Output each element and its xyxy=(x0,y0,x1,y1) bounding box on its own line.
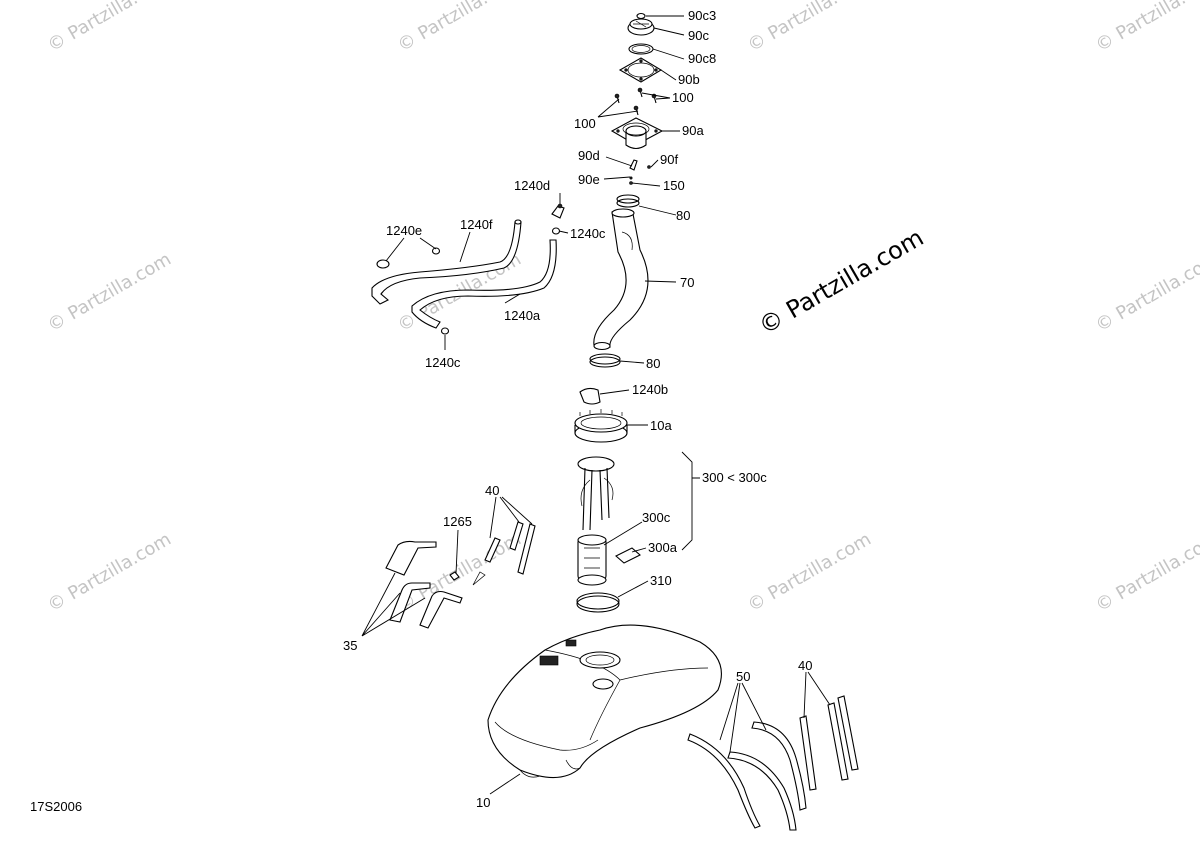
callout-90f: 90f xyxy=(660,152,678,167)
part-310-gasket xyxy=(576,592,620,613)
callout-300: 300 < 300c xyxy=(702,470,767,485)
part-80-hose-clamp-top xyxy=(616,194,640,208)
callout-1240c: 1240c xyxy=(425,355,461,370)
watermark: © Partzilla.com xyxy=(44,249,175,337)
callout-90e: 90e xyxy=(578,172,600,187)
callout-90b: 90b xyxy=(678,72,700,87)
watermark: © Partzilla.com xyxy=(744,0,875,56)
callout-1265: 1265 xyxy=(443,514,472,529)
part-70-filler-hose xyxy=(593,208,649,351)
part-80-hose-clamp-bottom xyxy=(589,353,621,368)
callout-100: 100 xyxy=(672,90,694,105)
callout-80: 80 xyxy=(676,208,690,223)
callout-310: 310 xyxy=(650,573,672,588)
part-1240c-clip-bottom xyxy=(440,327,450,335)
watermark: © Partzilla.com xyxy=(1092,0,1200,56)
part-10-fuel-tank xyxy=(487,624,722,779)
part-90a-filler-neck-base xyxy=(610,117,664,150)
callout-90c: 90c xyxy=(688,28,709,43)
callout-90c8: 90c8 xyxy=(688,51,716,66)
callout-1240a: 1240a xyxy=(504,308,541,323)
part-1240d-fitting xyxy=(551,203,565,219)
callout-40: 40 xyxy=(485,483,499,498)
part-300-fuel-pump-module xyxy=(577,456,615,586)
part-1265-clip xyxy=(449,571,460,581)
watermark: © Partzilla.com xyxy=(1092,529,1200,617)
part-40-straps-right xyxy=(799,695,859,791)
callout-1240f: 1240f xyxy=(460,217,493,232)
part-1240b-vent-fitting xyxy=(579,387,601,405)
callout-50: 50 xyxy=(736,669,750,684)
callout-300c: 300c xyxy=(642,510,671,525)
watermark: © Partzilla.com xyxy=(744,529,875,617)
callout-90c3: 90c3 xyxy=(688,8,716,23)
callout-1240c: 1240c xyxy=(570,226,606,241)
part-50-straps xyxy=(687,721,807,831)
diagram-code: 17S2006 xyxy=(30,799,82,814)
part-90d-90f-vent-valve xyxy=(629,159,651,185)
callout-90a: 90a xyxy=(682,123,704,138)
part-1240f-vent-hose xyxy=(371,219,522,305)
part-1240a-vent-hose xyxy=(411,239,557,329)
watermark: © Partzilla.com xyxy=(44,529,175,617)
leader-lines xyxy=(361,15,831,795)
part-1240e-clips xyxy=(376,247,441,269)
part-90b-flange-plate xyxy=(618,57,663,83)
part-300a-filter xyxy=(615,547,641,564)
part-40-straps-left xyxy=(472,521,536,586)
callout-1240d: 1240d xyxy=(514,178,550,193)
brand-mark: © Partzilla.com xyxy=(754,223,928,340)
callout-100: 100 xyxy=(574,116,596,131)
callout-1240b: 1240b xyxy=(632,382,668,397)
part-35-straps xyxy=(385,540,463,629)
callout-70: 70 xyxy=(680,275,694,290)
callout-35: 35 xyxy=(343,638,357,653)
callout-90d: 90d xyxy=(578,148,600,163)
part-90c3-clip xyxy=(636,12,646,20)
part-90c-fuel-cap xyxy=(627,18,655,36)
part-10a-lock-ring xyxy=(574,409,628,443)
callout-300a: 300a xyxy=(648,540,678,555)
part-90c8-gasket xyxy=(628,43,654,55)
part-1240c-clip-top xyxy=(551,227,561,235)
callout-150: 150 xyxy=(663,178,685,193)
callout-labels: 90c3 90c 90c8 90b 100 100 90a 90d 90f 90… xyxy=(343,8,812,810)
callout-40: 40 xyxy=(798,658,812,673)
callout-1240e: 1240e xyxy=(386,223,422,238)
callout-10a: 10a xyxy=(650,418,672,433)
callout-80: 80 xyxy=(646,356,660,371)
watermark: © Partzilla.com xyxy=(44,0,175,56)
watermark: © Partzilla.com xyxy=(394,0,525,56)
callout-10: 10 xyxy=(476,795,490,810)
watermark: © Partzilla.com xyxy=(1092,249,1200,337)
